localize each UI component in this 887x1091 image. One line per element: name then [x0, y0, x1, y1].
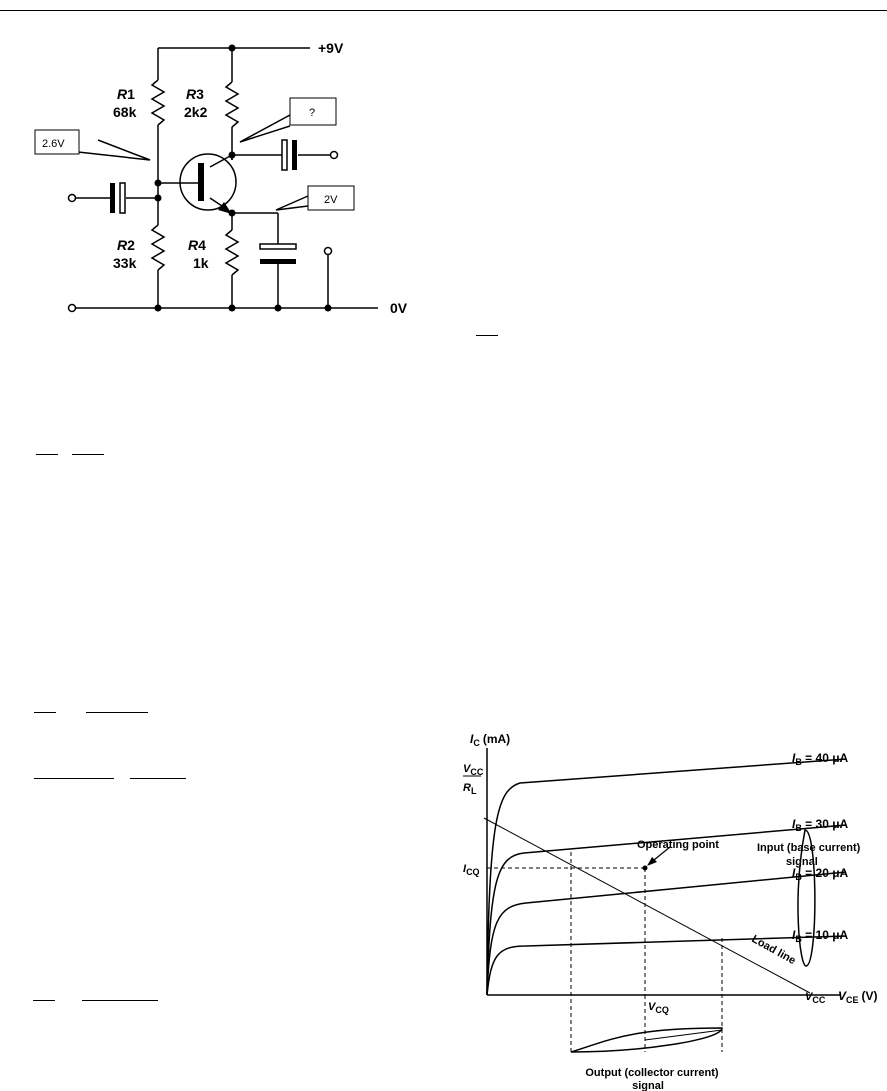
fraction-bar — [34, 778, 114, 779]
r4-name: R4 — [188, 237, 206, 253]
input-signal-waveform — [797, 829, 816, 967]
input-signal-label-2: signal — [786, 856, 818, 868]
r3-name: R3 — [186, 86, 204, 102]
curve-label-ib-30: IB = 30 μA — [792, 817, 849, 833]
callout-collector-text: ? — [309, 107, 315, 119]
input-signal-label-1: Input (base current) — [757, 842, 861, 854]
vcc-label: VCC — [805, 991, 826, 1005]
vcq-label: VCQ — [648, 1001, 669, 1015]
curve-label-ib-40: IB = 40 μA — [792, 751, 849, 767]
callout-emitter-box — [307, 185, 355, 211]
amplifier-circuit-diagram: +9V 0V R1 68k R3 2k2 R2 33k R4 1k 2.6V ?… — [34, 40, 408, 316]
operating-point — [642, 865, 648, 871]
input-terminal — [67, 193, 77, 203]
operating-point-label: Operating point — [637, 839, 719, 851]
curve-ib-30 — [486, 824, 847, 996]
vcc-over-rl-denominator: RL — [463, 782, 477, 796]
fraction-bar — [476, 335, 498, 336]
fraction-bar — [82, 1000, 158, 1001]
vcc-over-rl-numerator: VCC — [463, 763, 484, 777]
transistor-q1 — [179, 153, 237, 211]
ground-terminal-left — [67, 303, 77, 313]
resistor-r1 — [150, 79, 166, 126]
callout-base-text: 2.6V — [42, 138, 65, 150]
resistor-r4 — [224, 229, 240, 276]
x-axis-label: VCE(V) — [838, 989, 878, 1005]
output-signal-waveform — [570, 1027, 723, 1053]
output-terminal-2 — [323, 246, 333, 256]
fraction-bar — [36, 454, 58, 455]
curve-label-ib-10: IB = 10 μA — [792, 928, 849, 944]
fraction-bar — [130, 778, 186, 779]
icq-label: ICQ — [463, 863, 480, 877]
output-signal-label-2: signal — [632, 1080, 664, 1091]
fraction-bar — [33, 1000, 55, 1001]
callout-base-box — [34, 129, 80, 155]
y-axis-label: IC(mA) — [470, 732, 510, 748]
curve-label-ib-20: IB = 20 μA — [792, 866, 849, 882]
output-terminal — [329, 150, 339, 160]
load-line — [483, 817, 811, 994]
r3-value: 2k2 — [184, 104, 208, 120]
r1-name: R1 — [117, 86, 135, 102]
fraction-bar — [86, 712, 148, 713]
curve-ib-20 — [486, 871, 847, 996]
curve-ib-10 — [486, 935, 847, 996]
r2-value: 33k — [113, 255, 137, 271]
callout-base-pointer — [77, 139, 151, 161]
callout-collector-pointer — [239, 114, 291, 143]
resistor-r2 — [150, 224, 166, 271]
fraction-bar — [72, 454, 104, 455]
supply-label: +9V — [318, 40, 344, 56]
fraction-bar — [34, 712, 56, 713]
ground-label: 0V — [390, 300, 408, 316]
callout-emitter-text: 2V — [324, 194, 338, 206]
callout-emitter-pointer — [275, 195, 309, 211]
r4-value: 1k — [193, 255, 209, 271]
curve-ib-40 — [486, 758, 847, 996]
callout-collector-box — [289, 97, 337, 126]
output-signal-label-1: Output (collector current) — [585, 1067, 719, 1079]
resistor-r3 — [224, 81, 240, 128]
r2-name: R2 — [117, 237, 135, 253]
r1-value: 68k — [113, 104, 137, 120]
page-top-rule — [0, 10, 887, 11]
